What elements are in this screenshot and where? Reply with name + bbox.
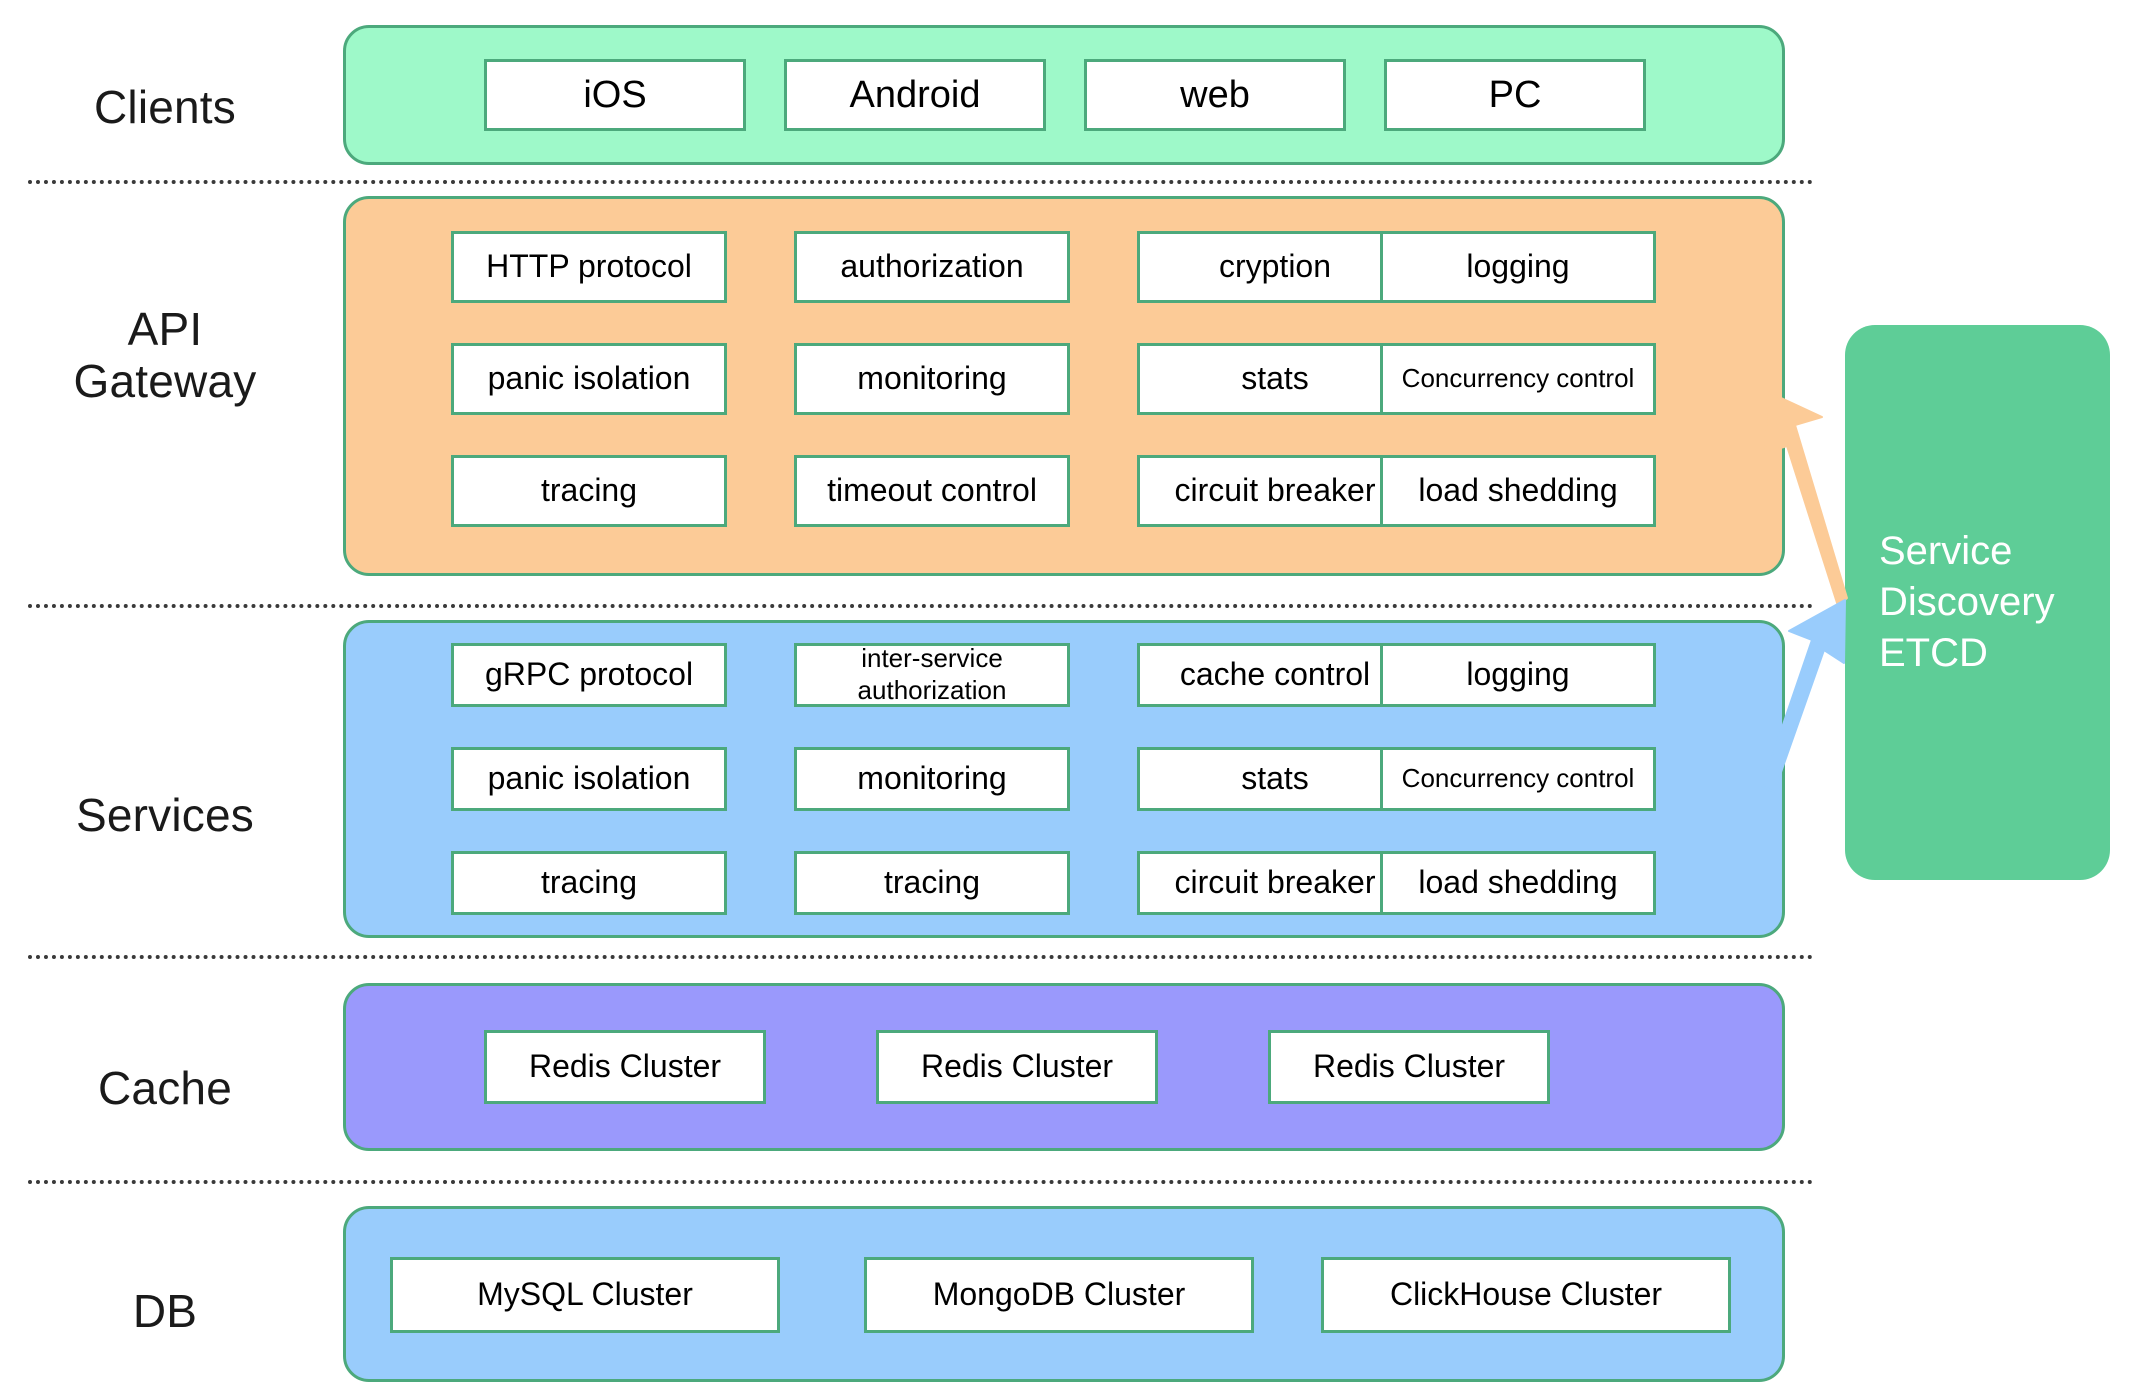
panel-api-gateway: HTTP protocol authorization cryption log…	[343, 196, 1785, 576]
gateway-item-monitoring[interactable]: monitoring	[794, 343, 1070, 415]
etcd-label-line2: Discovery	[1879, 579, 2055, 624]
db-item-mongodb-cluster[interactable]: MongoDB Cluster	[864, 1257, 1254, 1333]
gateway-item-panic-isolation[interactable]: panic isolation	[451, 343, 727, 415]
row-label-services: Services	[76, 789, 254, 841]
client-item-pc[interactable]: PC	[1384, 59, 1646, 131]
panel-cache: Redis Cluster Redis Cluster Redis Cluste…	[343, 983, 1785, 1151]
gateway-item-stats[interactable]: stats	[1137, 343, 1413, 415]
service-item-load-shedding[interactable]: load shedding	[1380, 851, 1656, 915]
service-item-concurrency-control[interactable]: Concurrency control	[1380, 747, 1656, 811]
row-label-api-gateway: API Gateway	[10, 303, 320, 407]
gateway-item-tracing[interactable]: tracing	[451, 455, 727, 527]
gateway-item-load-shedding[interactable]: load shedding	[1380, 455, 1656, 527]
separator-services-cache	[28, 955, 1814, 959]
service-item-cache-control[interactable]: cache control	[1137, 643, 1413, 707]
service-item-stats[interactable]: stats	[1137, 747, 1413, 811]
service-item-inter-service-authorization[interactable]: inter-service authorization	[794, 643, 1070, 707]
panel-clients: iOS Android web PC	[343, 25, 1785, 165]
db-item-mysql-cluster[interactable]: MySQL Cluster	[390, 1257, 780, 1333]
service-item-tracing-2[interactable]: tracing	[794, 851, 1070, 915]
service-item-circuit-breaker[interactable]: circuit breaker	[1137, 851, 1413, 915]
client-item-ios[interactable]: iOS	[484, 59, 746, 131]
gateway-item-circuit-breaker[interactable]: circuit breaker	[1137, 455, 1413, 527]
row-label-db: DB	[132, 1285, 198, 1337]
service-item-logging[interactable]: logging	[1380, 643, 1656, 707]
db-item-clickhouse-cluster[interactable]: ClickHouse Cluster	[1321, 1257, 1731, 1333]
cache-item-redis-cluster-3[interactable]: Redis Cluster	[1268, 1030, 1550, 1104]
cache-item-redis-cluster-1[interactable]: Redis Cluster	[484, 1030, 766, 1104]
gateway-item-concurrency-control[interactable]: Concurrency control	[1380, 343, 1656, 415]
etcd-label-line1: Service	[1879, 528, 2013, 573]
etcd-label-line3: ETCD	[1879, 631, 1988, 676]
cache-item-redis-cluster-2[interactable]: Redis Cluster	[876, 1030, 1158, 1104]
client-item-android[interactable]: Android	[784, 59, 1046, 131]
gateway-item-cryption[interactable]: cryption	[1137, 231, 1413, 303]
row-label-clients: Clients	[93, 81, 236, 133]
service-item-panic-isolation[interactable]: panic isolation	[451, 747, 727, 811]
client-item-web[interactable]: web	[1084, 59, 1346, 131]
gateway-item-http-protocol[interactable]: HTTP protocol	[451, 231, 727, 303]
separator-clients-gateway	[28, 180, 1814, 184]
service-discovery-etcd-box[interactable]: Service Discovery ETCD	[1845, 325, 2110, 880]
separator-gateway-services	[28, 604, 1814, 608]
row-label-api-gateway-line1: API	[127, 303, 203, 355]
service-item-monitoring[interactable]: monitoring	[794, 747, 1070, 811]
separator-cache-db	[28, 1180, 1814, 1184]
gateway-item-timeout-control[interactable]: timeout control	[794, 455, 1070, 527]
gateway-item-logging[interactable]: logging	[1380, 231, 1656, 303]
panel-services: gRPC protocol inter-service authorizatio…	[343, 620, 1785, 938]
service-item-grpc-protocol[interactable]: gRPC protocol	[451, 643, 727, 707]
gateway-item-authorization[interactable]: authorization	[794, 231, 1070, 303]
row-label-cache: Cache	[98, 1062, 232, 1114]
panel-db: MySQL Cluster MongoDB Cluster ClickHouse…	[343, 1206, 1785, 1382]
service-item-tracing-1[interactable]: tracing	[451, 851, 727, 915]
row-label-api-gateway-line2: Gateway	[73, 354, 257, 407]
